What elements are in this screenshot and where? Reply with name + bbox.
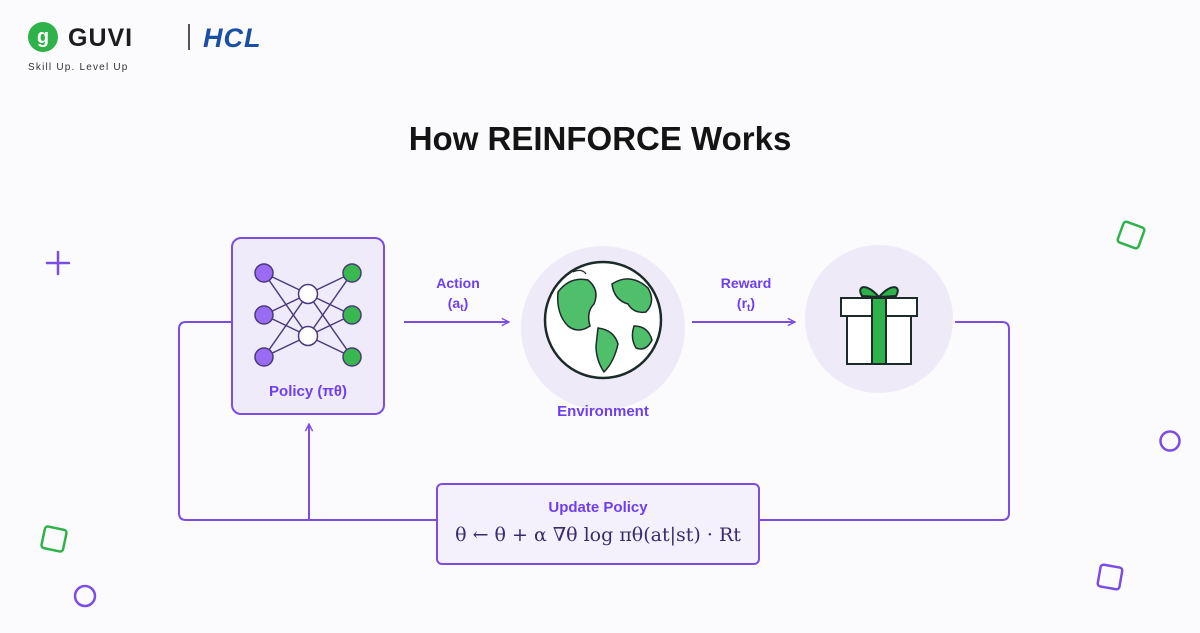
plus-icon (45, 250, 71, 276)
action-label: Action (at) (418, 273, 498, 316)
guvi-wordmark: GUVI (68, 24, 134, 52)
policy-label: Policy (πθ) (269, 383, 347, 400)
tagline: Skill Up. Level Up (28, 62, 129, 73)
update-policy-title: Update Policy (548, 499, 648, 516)
hcl-wordmark: HCL (203, 23, 262, 53)
reward-text: Reward (720, 275, 772, 291)
action-symbol: (at) (447, 295, 469, 314)
environment-label: Environment (557, 403, 649, 420)
page-title: How REINFORCE Works (408, 120, 792, 157)
reward-label: Reward (rt) (704, 273, 788, 316)
gift-icon (840, 286, 918, 365)
circle-decor-icon (73, 584, 97, 608)
loop-right-line (760, 321, 1010, 521)
circle-decor-icon (1159, 430, 1181, 452)
guvi-logo-icon: g (28, 22, 58, 52)
logo-divider (188, 24, 190, 50)
neural-network-icon (254, 263, 362, 367)
action-text: Action (436, 275, 480, 291)
loop-left-line (178, 321, 436, 521)
update-policy-box (436, 483, 760, 565)
globe-icon (543, 260, 663, 380)
update-formula: θ ← θ + α ∇θ log πθ(at|st) · Rt (455, 524, 741, 546)
square-decor-icon (40, 525, 68, 553)
feedback-loop (178, 321, 1010, 521)
square-decor-icon (1096, 563, 1124, 591)
square-decor-icon (1116, 220, 1146, 250)
reward-symbol: (rt) (736, 295, 756, 314)
